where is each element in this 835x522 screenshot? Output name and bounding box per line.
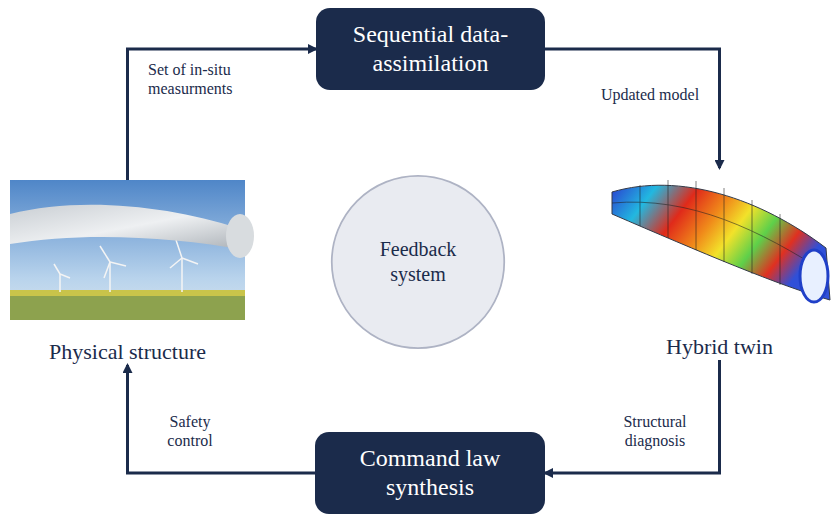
- node-text: Sequential data- assimilation: [328, 20, 533, 78]
- flow-arrow: [128, 49, 317, 180]
- flow-arrow: [545, 49, 720, 168]
- edge-label: Safety control: [145, 412, 235, 450]
- node-heading: Hybrid twin: [666, 334, 773, 360]
- edge-label: Set of in-situ measurments: [148, 60, 273, 98]
- node-text: Command law synthesis: [327, 444, 533, 502]
- node-text: Feedback system: [368, 237, 468, 287]
- circle-outline: [330, 174, 506, 350]
- turbine-photo: [10, 180, 254, 320]
- hybrid-twin-model: [612, 180, 830, 302]
- node-heading: Physical structure: [49, 339, 206, 365]
- edge-label: Structural diagnosis: [600, 412, 710, 450]
- process-box: Sequential data- assimilation: [316, 8, 545, 90]
- flow-arrow: [128, 365, 316, 473]
- twin-model-node: Hybrid twin: [604, 168, 835, 360]
- process-box: Command law synthesis: [315, 432, 545, 514]
- feedback-circle: Feedback system: [330, 174, 506, 350]
- edge-label: Updated model: [595, 85, 705, 104]
- structure-photo-node: Physical structure: [0, 180, 255, 365]
- flow-arrow: [545, 360, 720, 473]
